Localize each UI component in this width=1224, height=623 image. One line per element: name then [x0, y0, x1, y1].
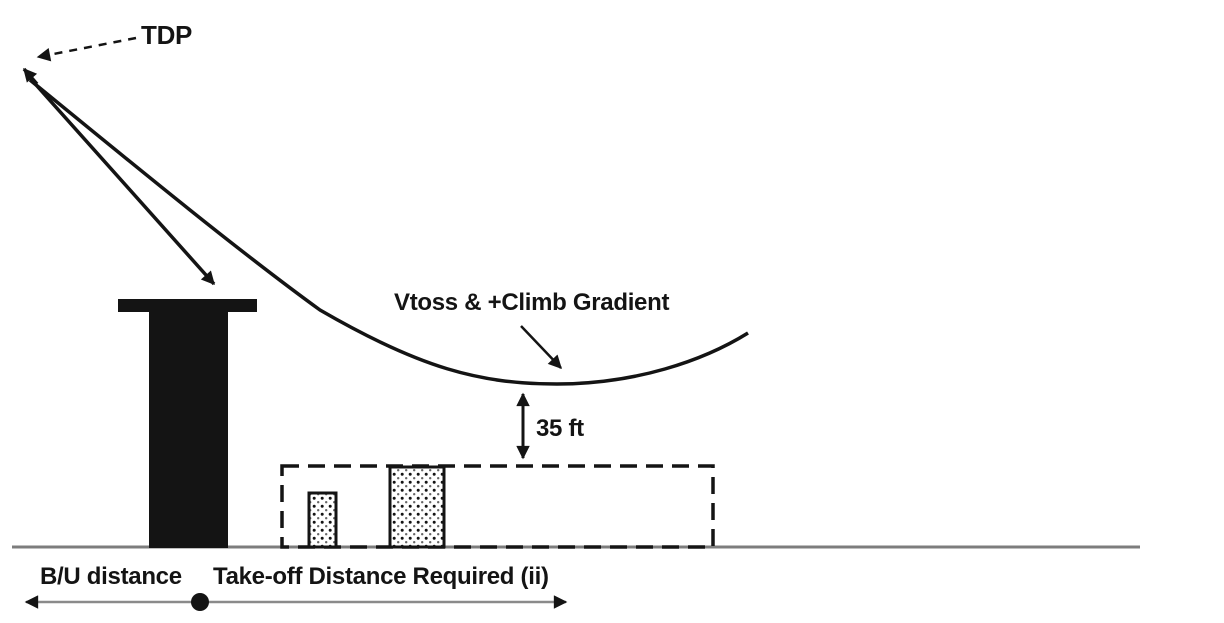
backup-flight-path-arrow	[27, 75, 216, 286]
vtoss-pointer-arrow	[520, 325, 562, 369]
clearance-height-label: 35 ft	[536, 415, 584, 442]
climb-flight-path-curve	[28, 78, 749, 386]
helipad-deck	[118, 299, 257, 312]
tdp-label: TDP	[141, 20, 193, 50]
obstacle-large	[388, 465, 446, 549]
distance-divider-dot	[191, 593, 209, 611]
obstacle-small	[307, 491, 338, 549]
clearance-zone-boundary	[280, 464, 715, 549]
backup-distance-label: B/U distance	[40, 563, 182, 590]
tdp-leader-arrow	[36, 36, 137, 62]
helipad-pylon	[149, 310, 228, 548]
vtoss-climb-gradient-label: Vtoss & +Climb Gradient	[394, 289, 670, 316]
takeoff-distance-required-label: Take-off Distance Required (ii)	[213, 563, 549, 590]
